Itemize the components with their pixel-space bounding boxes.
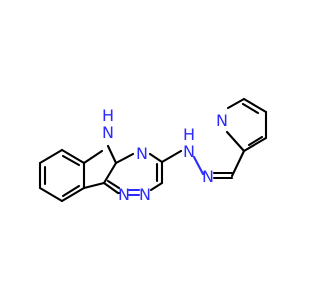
atom-n-hydrazone: N	[202, 167, 214, 186]
pyrrole-ring	[82, 144, 118, 190]
atom-nh-hydrazone: N	[183, 142, 195, 161]
hydrazone-chain	[160, 149, 246, 180]
bond	[226, 97, 246, 110]
bond-nn	[192, 155, 205, 176]
bond	[149, 181, 164, 192]
molecule-structure: N H N N N N H N N	[38, 97, 268, 204]
atom-n-indole: N	[102, 123, 114, 142]
molecule-canvas: N H N N N N H N N	[38, 97, 268, 204]
bond	[38, 148, 64, 165]
bond	[82, 181, 106, 190]
bond	[102, 161, 118, 185]
atom-n-triazine-bottom-right: N	[139, 185, 151, 204]
bond	[102, 181, 120, 195]
benzene-ring	[38, 148, 86, 203]
bond-inner	[61, 154, 81, 167]
bond-inner	[241, 102, 260, 115]
bond	[60, 186, 86, 203]
bond	[148, 152, 164, 164]
atom-n-triazine-bottom-left: N	[118, 185, 130, 204]
atom-n-pyridine: N	[216, 111, 228, 130]
atom-h-indole: H	[102, 106, 114, 125]
pyridine-ring	[225, 97, 268, 153]
bond-inner	[106, 179, 121, 190]
atom-h-hydrazone: H	[183, 125, 195, 144]
bond	[225, 130, 246, 153]
bond	[82, 149, 104, 165]
bond	[230, 149, 246, 178]
bond	[160, 149, 183, 164]
bond	[60, 148, 86, 165]
bond-inner	[61, 184, 81, 198]
bond	[242, 136, 268, 153]
bond	[38, 186, 64, 203]
triazine-ring	[102, 152, 164, 197]
atom-n-triazine-top: N	[136, 144, 148, 163]
bond	[106, 144, 118, 165]
bond	[242, 97, 268, 114]
bond	[114, 152, 135, 165]
bond-inner	[247, 135, 264, 147]
